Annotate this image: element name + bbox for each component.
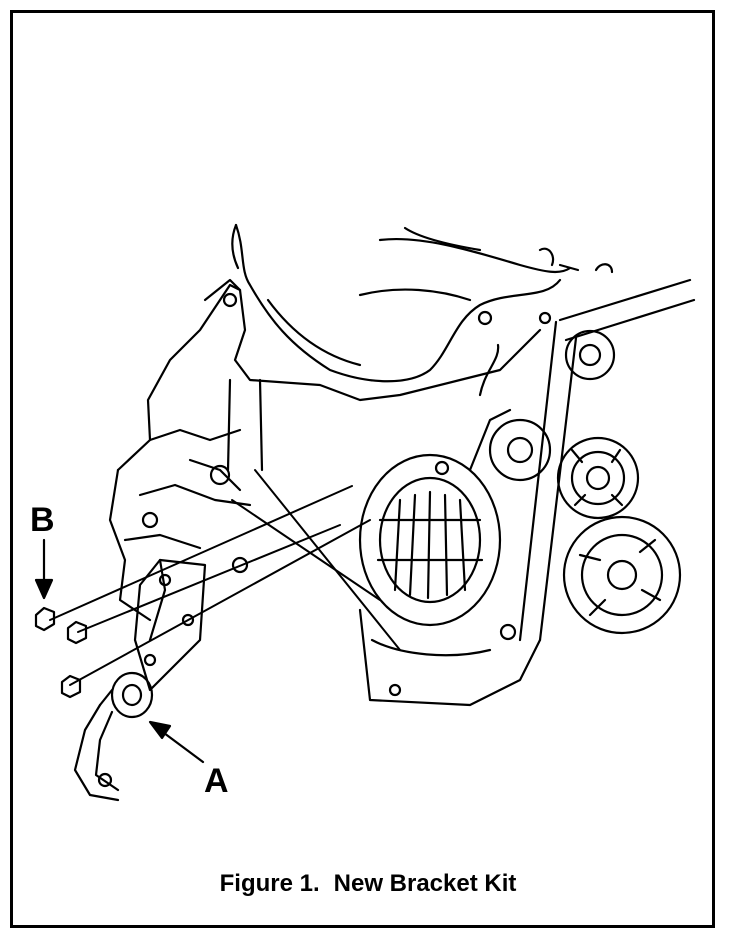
bolt-1 bbox=[34, 606, 56, 632]
intake-hose bbox=[231, 223, 614, 383]
callout-a-arrow bbox=[148, 720, 205, 764]
assembly-guide-lines bbox=[49, 469, 401, 686]
figure-number: Figure 1. bbox=[219, 870, 320, 897]
figure-frame bbox=[10, 10, 715, 928]
new-bracket bbox=[133, 558, 207, 692]
lower-bracket-arm bbox=[73, 703, 120, 802]
bolt-3 bbox=[60, 674, 82, 699]
callout-label-b: B bbox=[30, 501, 55, 539]
engine-block bbox=[108, 278, 542, 622]
figure-caption: Figure 1. New Bracket Kit bbox=[0, 872, 736, 896]
pulley-small bbox=[488, 418, 552, 482]
figure-title: New Bracket Kit bbox=[333, 870, 517, 897]
callout-label-a: A bbox=[204, 762, 229, 800]
pulley-upper bbox=[564, 329, 616, 381]
pulley-center bbox=[556, 436, 640, 520]
idler-pulley-a bbox=[98, 671, 154, 719]
callout-b-arrow bbox=[34, 538, 54, 600]
pulley-lower bbox=[562, 515, 682, 635]
alternator bbox=[358, 343, 542, 707]
bolt-2 bbox=[66, 620, 88, 645]
drive-belt bbox=[518, 278, 696, 642]
